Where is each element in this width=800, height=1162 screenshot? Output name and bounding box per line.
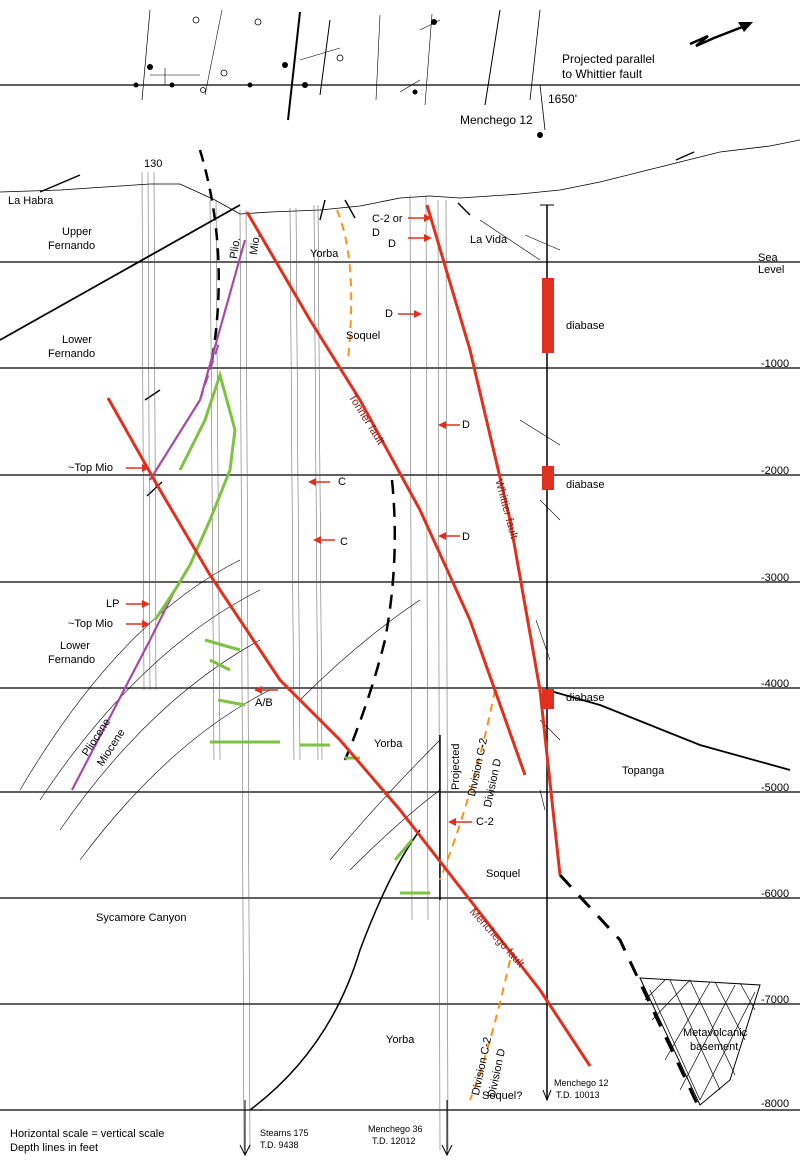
red-arrows bbox=[126, 214, 472, 826]
unit-lower-fernando-1: Lower bbox=[62, 334, 92, 346]
scale-note: Horizontal scale = vertical scale bbox=[10, 1128, 165, 1140]
projection-note-line2: to Whittier fault bbox=[562, 67, 643, 81]
plio-mio-contact-dashed bbox=[199, 339, 221, 401]
well-elevation-label: 1650' bbox=[548, 92, 577, 106]
projected-label: Projected bbox=[450, 743, 462, 790]
green-correlation-markers bbox=[153, 369, 430, 895]
unit-la-vida: La Vida bbox=[470, 234, 508, 246]
depth-label-3000: -3000 bbox=[761, 572, 790, 584]
marker-top-mio-2: ~Top Mio bbox=[68, 618, 113, 630]
diabase-label-3: diabase bbox=[566, 692, 605, 704]
diabase-label-1: diabase bbox=[566, 320, 605, 332]
unit-lower-fernando-b1: Lower bbox=[60, 640, 90, 652]
unit-soquel-top: Soquel bbox=[346, 330, 381, 342]
unit-yorba-bottom: Yorba bbox=[386, 1034, 415, 1046]
orange-division-line-upper bbox=[336, 209, 353, 361]
topographic-profile bbox=[0, 139, 800, 215]
marker-c-1: C bbox=[338, 476, 346, 488]
marker-top-mio-1: ~Top Mio bbox=[68, 462, 113, 474]
depth-label-5000: -5000 bbox=[761, 782, 790, 794]
unit-yorba-mid: Yorba bbox=[374, 738, 403, 750]
well-menchego12-td: T.D. 10013 bbox=[556, 1090, 600, 1100]
marker-d-2: D bbox=[388, 238, 396, 250]
unit-sycamore-canyon: Sycamore Canyon bbox=[96, 912, 187, 924]
dip-marks bbox=[39, 151, 695, 497]
unit-lower-fernando-2: Fernando bbox=[48, 348, 96, 360]
unit-topanga: Topanga bbox=[622, 765, 665, 777]
well-stearns-td: T.D. 9438 bbox=[260, 1140, 299, 1150]
depth-label-sea: Sea bbox=[758, 252, 778, 264]
marker-d-3: D bbox=[385, 308, 393, 320]
depth-label-7000: -7000 bbox=[761, 994, 790, 1006]
marker-c2: C-2 bbox=[476, 816, 494, 828]
well-menchego36-name: Menchego 36 bbox=[368, 1124, 423, 1134]
unit-upper-fernando-1: Upper bbox=[62, 226, 92, 238]
marker-c-2: C bbox=[340, 536, 348, 548]
depth-label-2000: -2000 bbox=[761, 465, 790, 477]
unit-la-habra: La Habra bbox=[8, 195, 54, 207]
diabase-bars bbox=[542, 278, 554, 709]
unit-lower-fernando-b2: Fernando bbox=[48, 654, 96, 666]
unit-metavolcanic-1: Metavolcanic bbox=[683, 1027, 748, 1039]
bedding-lines bbox=[19, 219, 561, 871]
well-logs bbox=[141, 171, 449, 1151]
depth-label-level: Level bbox=[758, 264, 785, 276]
black-dashed-fault-basement bbox=[558, 873, 702, 1111]
well-130-label: 130 bbox=[144, 158, 163, 170]
marker-d-4: D bbox=[462, 419, 470, 431]
black-dashed-fault-upper bbox=[198, 149, 220, 361]
north-arrow-icon bbox=[689, 22, 753, 48]
unit-soquel-question: Soquel? bbox=[482, 1090, 523, 1102]
diabase-label-2: diabase bbox=[566, 479, 605, 491]
pliocene-miocene-contact bbox=[71, 589, 176, 791]
marker-lp: LP bbox=[106, 598, 120, 610]
well-menchego12-name: Menchego 12 bbox=[554, 1078, 609, 1088]
marker-ab: A/B bbox=[255, 697, 273, 709]
unit-upper-fernando-2: Fernando bbox=[48, 240, 96, 252]
depth-label-6000: -6000 bbox=[761, 888, 790, 900]
projection-note-line1: Projected parallel bbox=[562, 52, 655, 66]
depth-label-4000: -4000 bbox=[761, 678, 790, 690]
well-menchego36-td: T.D. 12012 bbox=[372, 1136, 416, 1146]
metavolcanic-basement bbox=[639, 977, 761, 1106]
unit-soquel-mid: Soquel bbox=[486, 868, 521, 880]
depth-lines bbox=[0, 261, 800, 1111]
map-strip bbox=[0, 9, 800, 138]
unit-yorba-top: Yorba bbox=[310, 248, 339, 260]
marker-c2-or: C-2 or bbox=[372, 213, 403, 225]
marker-d-1: D bbox=[372, 227, 380, 239]
black-dashed-fault-lower bbox=[343, 479, 397, 761]
marker-d-5: D bbox=[462, 531, 470, 543]
depth-label-8000: -8000 bbox=[761, 1098, 790, 1110]
black-contacts bbox=[0, 204, 791, 1111]
red-faults bbox=[106, 204, 592, 1067]
depth-label-1000: -1000 bbox=[761, 358, 790, 370]
unit-metavolcanic-2: basement bbox=[690, 1041, 739, 1053]
well-stearns-name: Stearns 175 bbox=[260, 1128, 309, 1138]
projected-well-label: Menchego 12 bbox=[460, 113, 533, 127]
plio-mio-contact-upper bbox=[149, 239, 247, 481]
well-bottom-arrows bbox=[239, 1089, 552, 1157]
orange-division-line-middle bbox=[439, 689, 496, 881]
depth-note: Depth lines in feet bbox=[10, 1142, 99, 1154]
orange-division-line-lower bbox=[469, 959, 511, 1101]
